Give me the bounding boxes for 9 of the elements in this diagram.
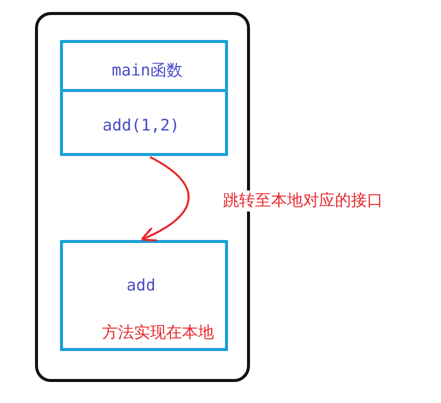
curved-arrow [140,156,190,242]
implementation-box [60,240,228,351]
box-text: add [126,276,156,294]
edge-label: 跳转至本地对应的接口 [223,190,383,212]
box-text: 方法实现在本地 [102,322,214,344]
box-text: add(1,2) [102,116,180,134]
call-box [60,89,228,156]
box-text: main函数 [112,60,182,82]
function-box [60,40,228,92]
